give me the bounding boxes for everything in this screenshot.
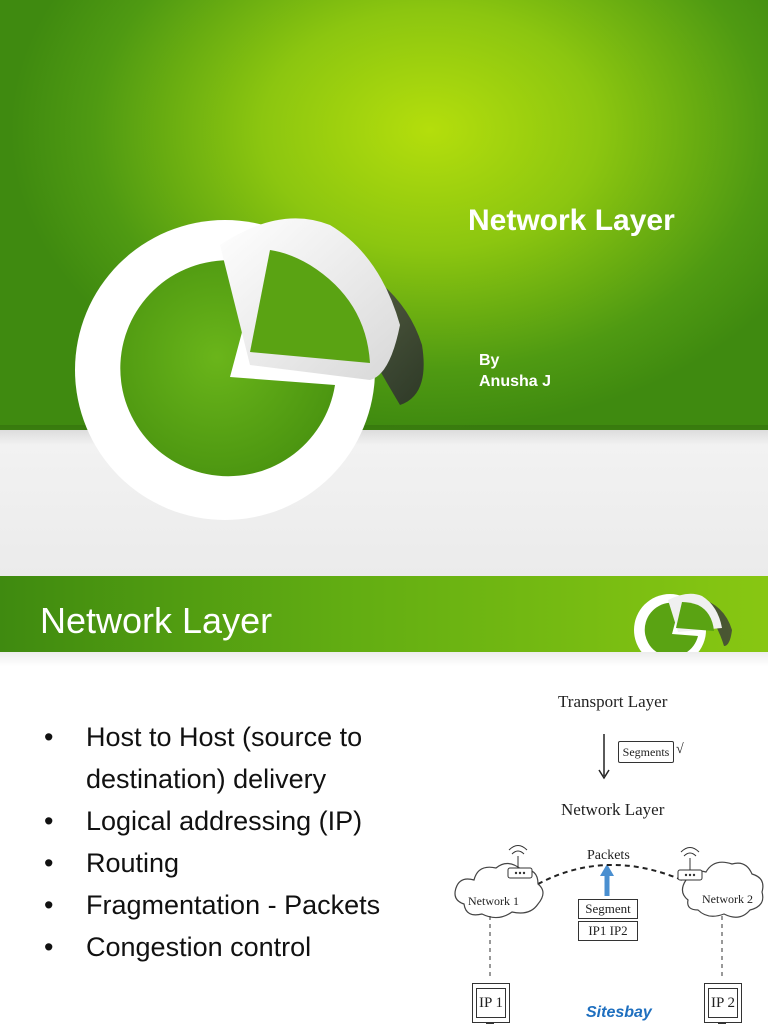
slide-title: Network Layer	[468, 204, 675, 237]
header-shadow	[0, 652, 768, 666]
network-layer-label: Network Layer	[561, 800, 665, 819]
ip-header-box: IP1 IP2	[578, 921, 638, 941]
network2-label: Network 2	[702, 892, 753, 906]
bullet-item: •Congestion control	[40, 926, 422, 968]
author-byline: By Anusha J	[479, 350, 551, 392]
sitesbay-watermark: Sitesbay	[586, 1004, 652, 1021]
bullet-list: •Host to Host (source to destination) de…	[40, 716, 422, 968]
bullet-item: •Logical addressing (IP)	[40, 800, 422, 842]
author-name: Anusha J	[479, 373, 552, 390]
ip2-label: IP 2	[708, 988, 738, 1018]
segment-box: Segment	[578, 899, 638, 919]
bullet-dot: •	[44, 806, 54, 836]
byline-label: By	[479, 352, 500, 369]
slide-heading: Network Layer	[40, 600, 273, 641]
network1-label: Network 1	[468, 894, 519, 908]
segments-box: Segments	[618, 741, 674, 763]
host-ip1: IP 1	[472, 983, 510, 1023]
bullet-dot: •	[44, 890, 54, 920]
packets-label: Packets	[587, 848, 630, 863]
pie-sticker-logo	[75, 218, 424, 520]
title-slide[interactable]: Network Layer By Anusha J	[0, 0, 768, 576]
network-layer-diagram: Transport Layer Segments √ Network Layer…	[446, 678, 768, 1024]
bullet-dot: •	[44, 722, 54, 752]
transport-layer-label: Transport Layer	[558, 692, 668, 711]
bullet-dot: •	[44, 848, 54, 878]
pie-sticker-logo-small	[634, 593, 732, 660]
ip1-label: IP 1	[476, 988, 506, 1018]
bullet-item: •Routing	[40, 842, 422, 884]
content-slide[interactable]: Network Layer •Host to Host (source to d…	[0, 576, 768, 1024]
bullet-dot: •	[44, 932, 54, 962]
bullet-item: •Host to Host (source to destination) de…	[40, 716, 422, 800]
bullet-item: •Fragmentation - Packets	[40, 884, 422, 926]
check-mark-icon: √	[676, 742, 684, 757]
diagram-graphics	[454, 734, 764, 1024]
host-ip2: IP 2	[704, 983, 742, 1023]
